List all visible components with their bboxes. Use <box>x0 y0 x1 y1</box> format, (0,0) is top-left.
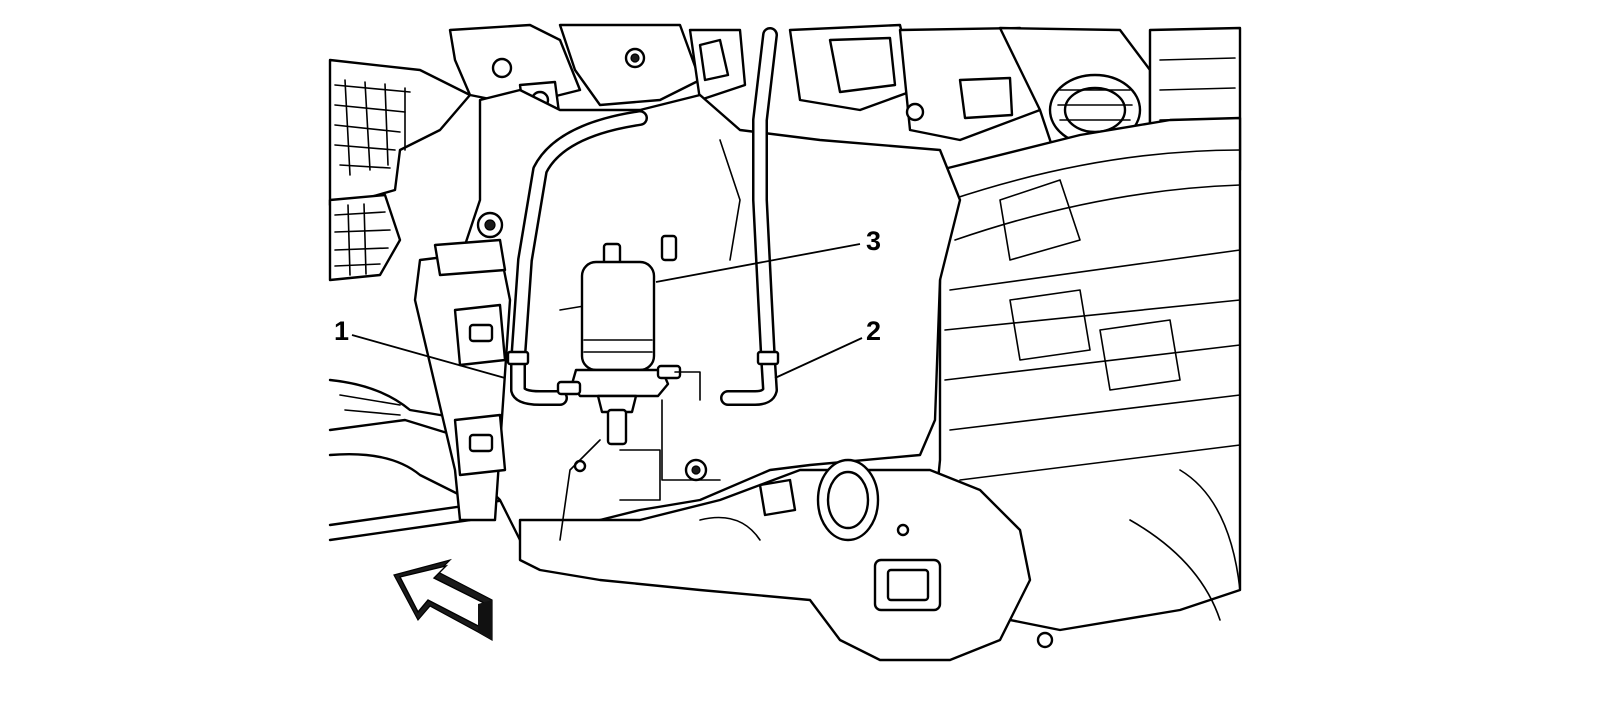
washer-pump <box>556 234 721 481</box>
leader-2 <box>774 337 863 379</box>
callout-3: 3 <box>866 226 881 256</box>
washer-reservoir <box>458 88 1054 662</box>
leader-1 <box>351 334 506 379</box>
leader-3 <box>655 243 861 283</box>
upper-brackets <box>448 23 747 127</box>
front-grille <box>328 58 472 282</box>
callout-1: 1 <box>334 316 349 346</box>
mounting-bracket <box>413 211 512 522</box>
forward-arrow-icon <box>393 558 493 642</box>
left-washer-hose <box>506 110 648 406</box>
callout-leaders <box>351 243 863 379</box>
right-washer-hose <box>720 27 780 406</box>
callout-2: 2 <box>866 316 881 346</box>
